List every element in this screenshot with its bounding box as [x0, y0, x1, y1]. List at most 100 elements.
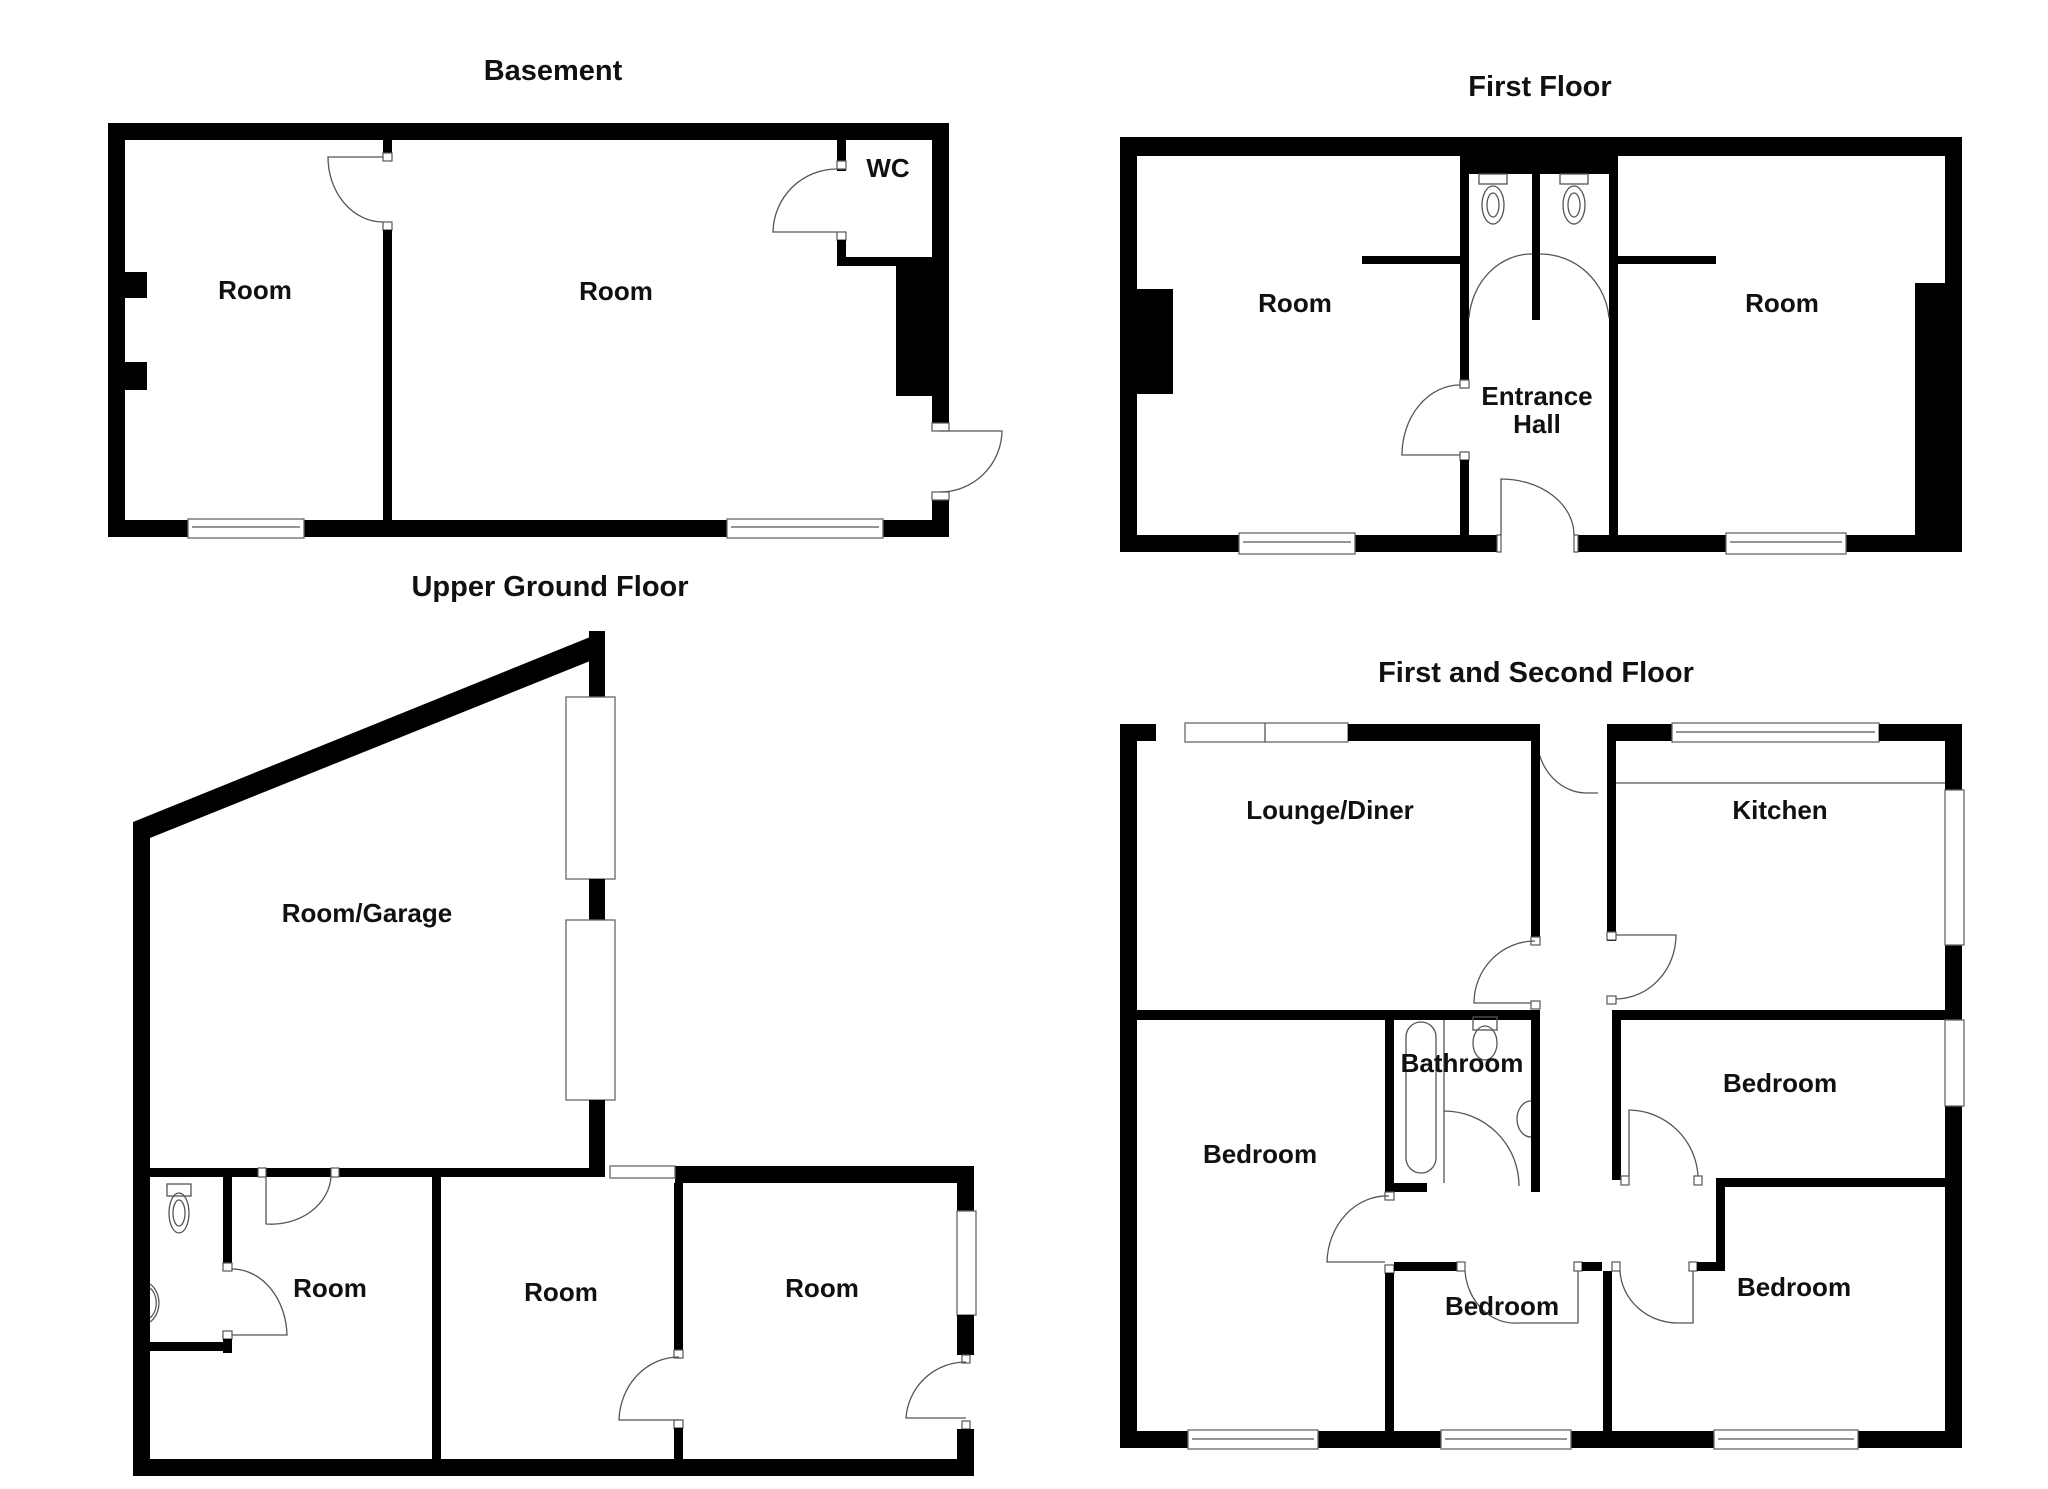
- wall: [674, 1428, 683, 1459]
- door-jamb: [1620, 1175, 1630, 1186]
- door-jamb: [222, 1262, 233, 1272]
- door-swing: [1326, 1195, 1390, 1263]
- wall: [1607, 741, 1616, 941]
- door-jamb: [673, 1419, 684, 1429]
- wall: [1460, 460, 1469, 535]
- wall: [133, 631, 605, 838]
- wall: [837, 240, 846, 266]
- door-swing: [939, 430, 1003, 493]
- window: [187, 518, 305, 539]
- wall: [223, 1177, 232, 1263]
- wall: [1120, 137, 1137, 552]
- toilet-cistern: [1472, 1016, 1498, 1031]
- window: [1944, 789, 1965, 946]
- door-jamb: [1573, 1261, 1583, 1272]
- door-jamb: [961, 1420, 971, 1430]
- door-swing: [772, 168, 838, 233]
- door-jamb: [836, 160, 847, 170]
- wall: [1607, 724, 1672, 741]
- first-floor-plan: First Floor: [1120, 71, 1962, 555]
- wall: [1612, 1010, 1945, 1020]
- door-jamb: [1693, 1175, 1703, 1186]
- door-swing: [265, 1175, 332, 1225]
- toilet-icon: [1472, 1025, 1498, 1061]
- door-jamb: [961, 1354, 971, 1364]
- door-swing: [1628, 1109, 1699, 1177]
- garage-door-panel: [565, 696, 616, 880]
- door-jamb: [1459, 379, 1470, 389]
- door-jamb: [1456, 1261, 1466, 1272]
- wall: [108, 123, 949, 140]
- door-jamb: [382, 221, 393, 231]
- wall: [1532, 174, 1540, 320]
- wall: [1582, 1262, 1602, 1271]
- wall: [133, 822, 150, 1476]
- wall: [1945, 137, 1962, 552]
- door-jamb: [931, 491, 950, 501]
- door-jamb: [1530, 1000, 1541, 1010]
- wall: [1460, 156, 1469, 386]
- wall: [150, 1342, 232, 1351]
- door-swing: [1539, 253, 1610, 319]
- door-jamb: [222, 1330, 233, 1340]
- door-swing: [1401, 384, 1461, 456]
- wall: [675, 1166, 974, 1183]
- wall: [1348, 724, 1537, 741]
- wall: [957, 1166, 974, 1211]
- wall: [957, 1315, 974, 1355]
- room-label: Room: [1745, 288, 1819, 318]
- toilet-icon: [1562, 185, 1586, 225]
- wall: [108, 123, 125, 537]
- room-label: Room: [1258, 288, 1332, 318]
- chimney-breast: [896, 266, 932, 396]
- wall: [383, 230, 392, 520]
- wall: [1603, 1271, 1612, 1431]
- toilet-cistern: [1559, 173, 1589, 185]
- window: [1238, 532, 1356, 555]
- door-jamb: [1459, 451, 1470, 461]
- upper-ground-floor-title: Upper Ground Floor: [411, 571, 688, 603]
- door-swing: [1468, 253, 1533, 319]
- room-label-hall: Hall: [1513, 409, 1561, 439]
- door-jamb: [330, 1167, 340, 1178]
- basement-plan: Basement Room Room WC: [108, 55, 1003, 539]
- door-swing: [618, 1356, 680, 1421]
- wall: [957, 1429, 974, 1476]
- wall: [133, 1459, 974, 1476]
- chimney-breast: [1915, 283, 1945, 535]
- wall: [1394, 1183, 1427, 1192]
- door-jamb: [1573, 534, 1579, 553]
- wall: [1385, 1020, 1394, 1192]
- toilet-icon: [168, 1192, 190, 1234]
- door-jamb: [1688, 1261, 1698, 1272]
- wall: [1697, 1262, 1716, 1271]
- wall: [837, 257, 932, 266]
- wall: [1460, 156, 1618, 174]
- wall: [1531, 1020, 1540, 1192]
- bath-icon: [1405, 1021, 1437, 1174]
- basement-title: Basement: [484, 55, 623, 87]
- door-jamb: [673, 1349, 684, 1359]
- room-label: Room: [293, 1273, 367, 1303]
- window: [1725, 532, 1847, 555]
- wall: [932, 123, 949, 423]
- room-label-entrance: Entrance: [1481, 381, 1592, 411]
- room-label: Room: [579, 276, 653, 306]
- chimney-breast: [125, 272, 147, 298]
- wall: [1618, 256, 1716, 264]
- door-swing: [1443, 1110, 1520, 1187]
- first-floor-title: First Floor: [1468, 71, 1611, 103]
- window: [1944, 1019, 1965, 1107]
- door-jamb: [1611, 1261, 1621, 1272]
- door-jamb: [931, 422, 950, 432]
- room-label-bedroom: Bedroom: [1445, 1291, 1559, 1321]
- room-label: Room: [218, 275, 292, 305]
- room-label-kitchen: Kitchen: [1732, 795, 1827, 825]
- room-label-lounge-diner: Lounge/Diner: [1246, 795, 1414, 825]
- door-swing: [1536, 740, 1598, 794]
- basin-icon: [1516, 1100, 1532, 1138]
- wall: [589, 1100, 605, 1176]
- chimney-breast: [125, 362, 147, 390]
- door-swing: [1500, 478, 1575, 536]
- door-swing: [327, 156, 384, 223]
